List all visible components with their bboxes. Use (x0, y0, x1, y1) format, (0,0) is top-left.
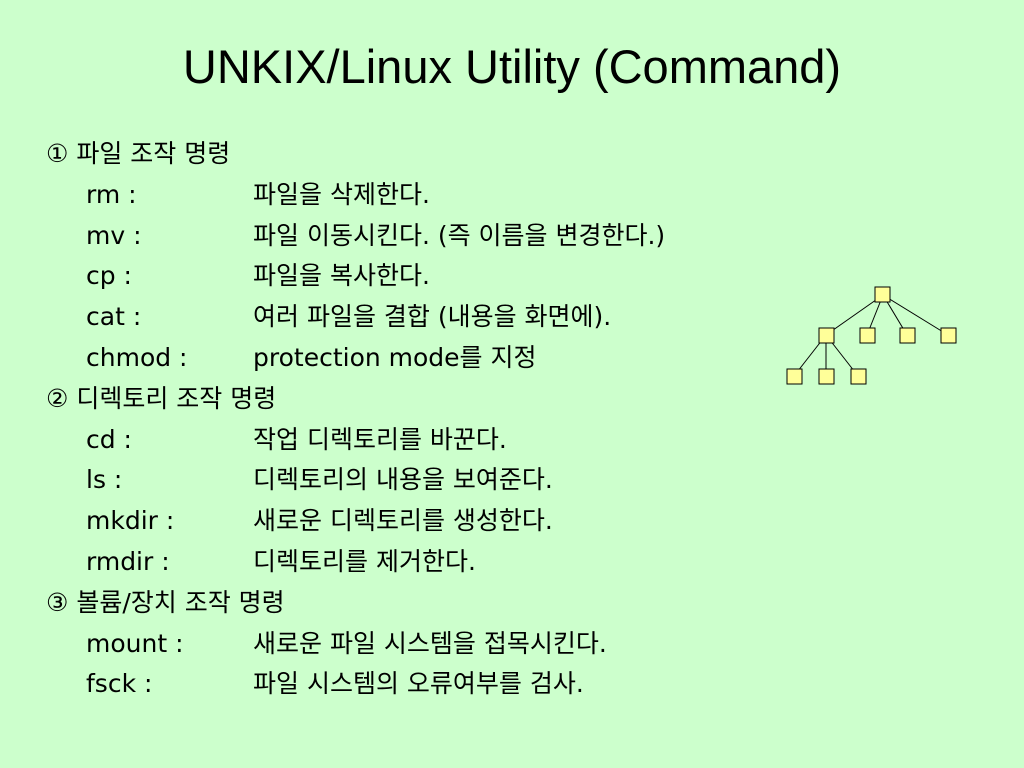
tree-child-node (940, 327, 957, 344)
command-description: 여러 파일을 결합 (내용을 화면에). (253, 302, 612, 332)
command-name: cat : (86, 302, 142, 332)
tree-child-node (818, 327, 835, 344)
directory-tree-icon (780, 280, 960, 390)
command-row-cp: cp : 파일을 복사한다. (46, 256, 946, 297)
command-name: ls : (86, 465, 123, 495)
command-row-cat: cat : 여러 파일을 결합 (내용을 화면에). (46, 297, 946, 338)
command-description: 파일 시스템의 오류여부를 검사. (253, 669, 584, 699)
tree-child-node (899, 327, 916, 344)
command-description: 파일을 복사한다. (253, 261, 430, 291)
command-row-fsck: fsck : 파일 시스템의 오류여부를 검사. (46, 664, 946, 705)
command-row-cd: cd : 작업 디렉토리를 바꾼다. (46, 420, 946, 461)
command-description: 디렉토리의 내용을 보여준다. (253, 465, 553, 495)
command-name: cd : (86, 424, 132, 454)
command-description: protection mode를 지정 (253, 342, 537, 372)
command-name: fsck : (86, 669, 153, 699)
command-row-mount: mount : 새로운 파일 시스템을 접목시킨다. (46, 624, 946, 665)
slide-title: UNKIX/Linux Utility (Command) (182, 40, 842, 93)
command-row-rm: rm : 파일을 삭제한다. (46, 175, 946, 216)
tree-root-node (874, 286, 891, 303)
command-description: 파일 이동시킨다. (즉 이름을 변경한다.) (253, 220, 666, 250)
tree-leaf-node (818, 368, 835, 385)
tree-leaf-node (786, 368, 803, 385)
command-name: rm : (86, 179, 137, 209)
command-row-mv: mv : 파일 이동시킨다. (즉 이름을 변경한다.) (46, 216, 946, 257)
command-row-chmod: chmod : protection mode를 지정 (46, 338, 946, 379)
command-name: mkdir : (86, 506, 175, 536)
command-name: mv : (86, 220, 142, 250)
section-heading-directory: ② 디렉토리 조작 명령 (46, 383, 277, 413)
command-name: cp : (86, 261, 132, 291)
command-row-rmdir: rmdir : 디렉토리를 제거한다. (46, 542, 946, 583)
tree-child-node (859, 327, 876, 344)
tree-leaf-node (850, 368, 867, 385)
section-heading-file: ① 파일 조작 명령 (46, 139, 231, 168)
command-name: chmod : (86, 342, 188, 372)
command-description: 파일을 삭제한다. (253, 179, 430, 209)
command-description: 디렉토리를 제거한다. (253, 546, 476, 576)
command-description: 작업 디렉토리를 바꾼다. (253, 424, 507, 454)
section-heading-volume: ③ 볼륨/장치 조작 명령 (46, 587, 285, 617)
command-description: 새로운 파일 시스템을 접목시킨다. (253, 628, 607, 658)
command-name: rmdir : (86, 546, 170, 576)
command-description: 새로운 디렉토리를 생성한다. (253, 506, 553, 536)
command-row-ls: ls : 디렉토리의 내용을 보여준다. (46, 460, 946, 501)
command-name: mount : (86, 628, 184, 658)
command-list: ① 파일 조작 명령 rm : 파일을 삭제한다. mv : 파일 이동시킨다. (… (46, 134, 946, 705)
command-row-mkdir: mkdir : 새로운 디렉토리를 생성한다. (46, 501, 946, 542)
